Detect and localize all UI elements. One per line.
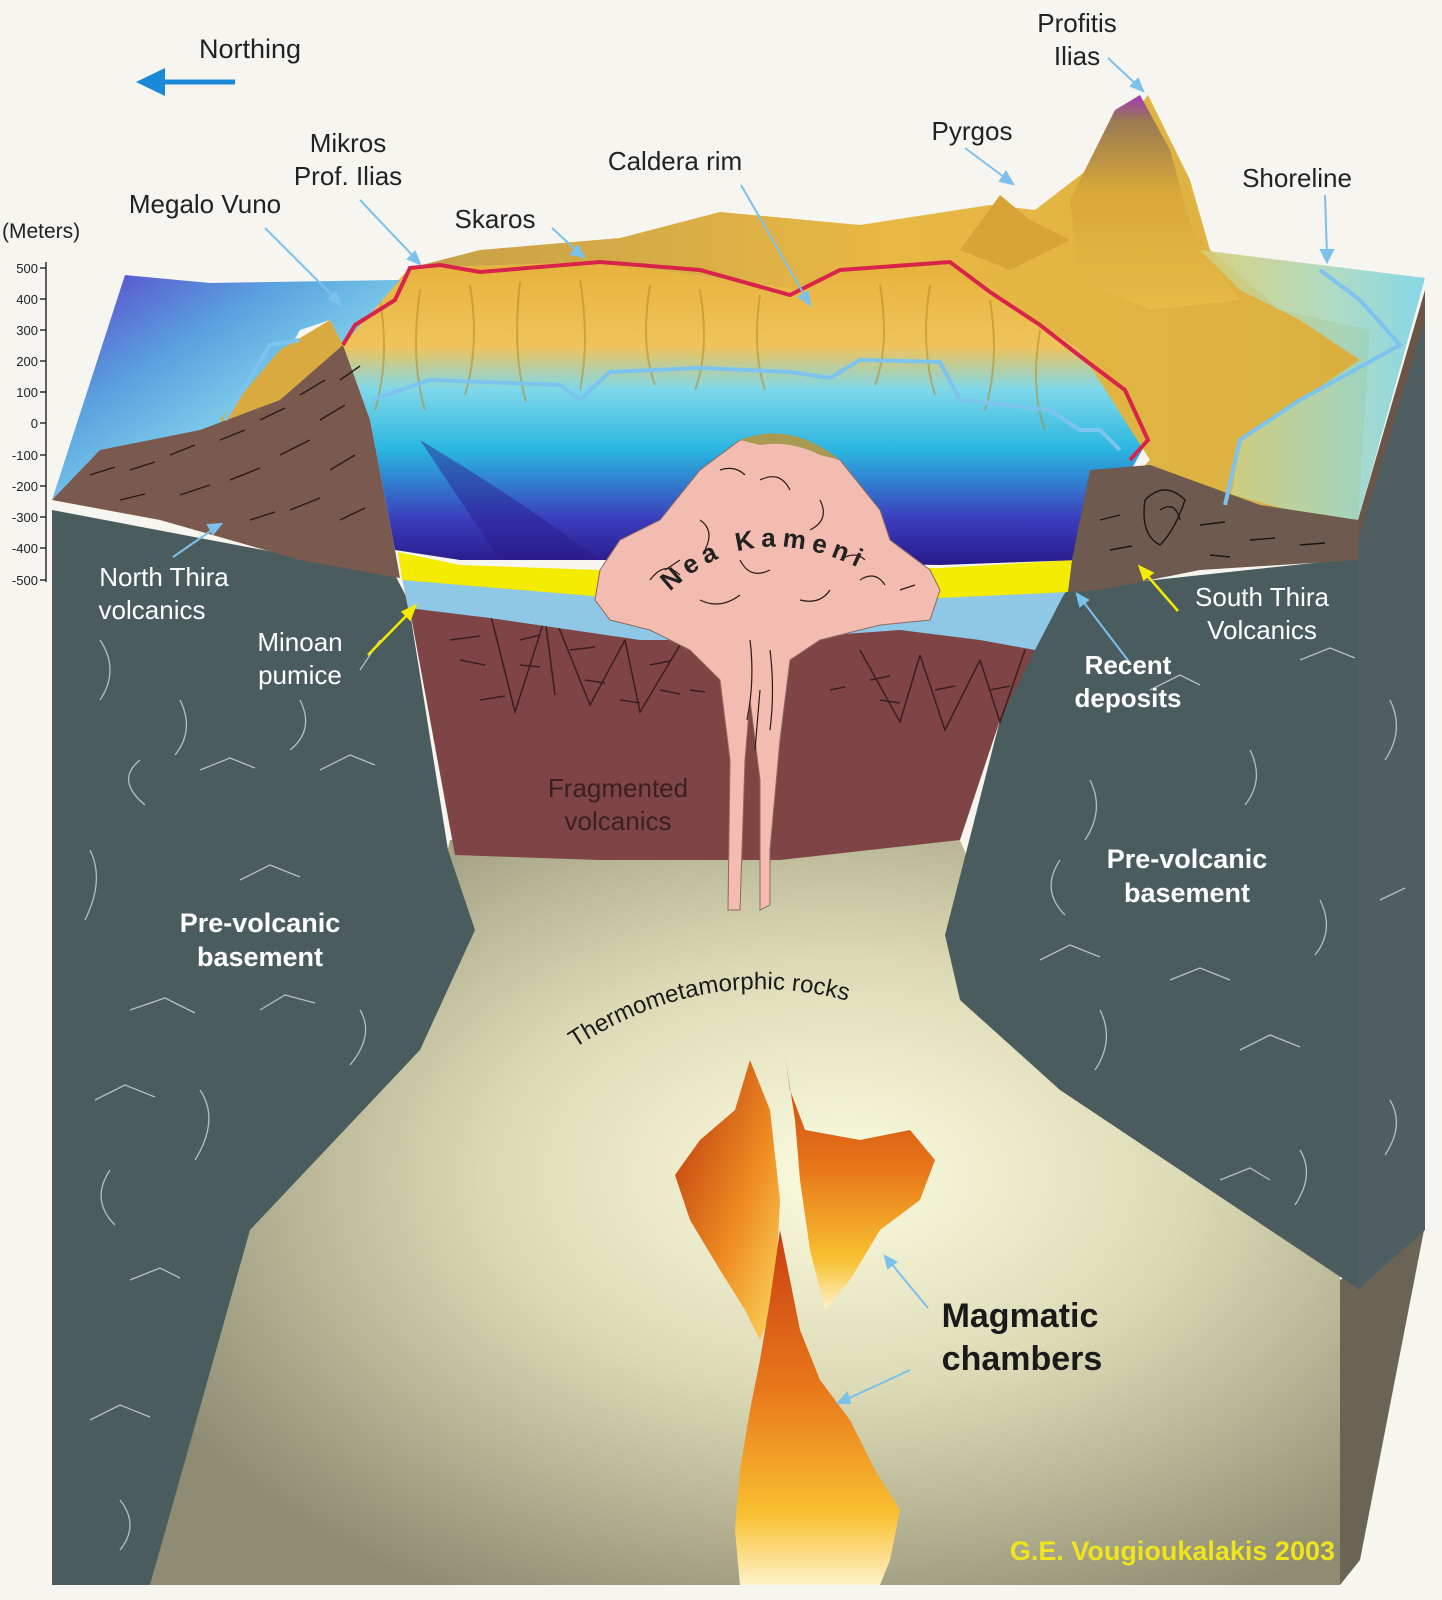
scale-tick-label: 300 <box>16 323 38 338</box>
pre-volcanic-basement-right <box>945 558 1360 1290</box>
direction-label: Northing <box>199 34 301 64</box>
block-right-face <box>1358 310 1425 1290</box>
pre-volcanic-basement-right-label: Pre-volcanic <box>1107 844 1268 874</box>
scale-tick-label: -300 <box>12 510 38 525</box>
scale-tick-label: -500 <box>12 573 38 588</box>
scale-tick-label: 100 <box>16 385 38 400</box>
pyrgos-hill <box>960 195 1070 270</box>
sea-right <box>1200 250 1425 520</box>
shoreline-lines <box>223 268 1404 506</box>
north-thira-volcanics <box>52 345 400 578</box>
south-thira-texture <box>1099 489 1326 558</box>
profitis-ilias-peak <box>1070 95 1240 310</box>
south-thira-volcanics <box>1068 465 1358 592</box>
scale-unit-label: (Meters) <box>2 220 80 243</box>
minoan-pumice-label: pumice <box>258 660 342 690</box>
scale-tick-label: -200 <box>12 479 38 494</box>
scale-tick-label: 500 <box>16 261 38 276</box>
fragmented-volcanics-label: Fragmented <box>548 773 688 803</box>
scale-tick-label: 200 <box>16 354 38 369</box>
elevation-scale <box>40 262 47 582</box>
scale-tick-label: -100 <box>12 448 38 463</box>
pre-volcanic-basement-left-label: Pre-volcanic <box>180 908 341 938</box>
credit-label: G.E. Vougioukalakis 2003 <box>1010 1536 1335 1566</box>
cliff-shadow-left <box>420 440 600 560</box>
magmatic-chamber-upper-right <box>785 1055 935 1310</box>
magmatic-chambers-label: chambers <box>942 1340 1103 1378</box>
megalo-vuno-label: Megalo Vuno <box>129 189 281 219</box>
scale-tick-label: -400 <box>12 541 38 556</box>
skaros-label: Skaros <box>455 204 536 234</box>
fragmented-volcanics-blocks <box>449 611 1026 732</box>
caldera-rim-line <box>341 259 1151 462</box>
callout-arrows-yellow <box>367 564 1179 656</box>
block-right-face-lower <box>1340 1225 1425 1585</box>
scale-tick-label: 0 <box>31 416 38 431</box>
caldera-rim-label: Caldera rim <box>608 146 742 176</box>
profitis-ilias-label: Profitis <box>1037 8 1116 38</box>
nea-kameni-texture <box>649 467 916 751</box>
basement-texture <box>84 639 1406 1551</box>
recent-deposits-label: Recent <box>1085 650 1172 680</box>
minoan-pumice-label: Minoan <box>257 627 342 657</box>
mikros-prof-ilias-label: Mikros <box>310 128 387 158</box>
mikros-prof-ilias-label: Prof. Ilias <box>294 161 402 191</box>
north-thira-volcanics-label: volcanics <box>99 595 206 625</box>
magmatic-chamber-lower <box>735 1230 900 1585</box>
pyrgos-label: Pyrgos <box>932 116 1013 146</box>
nea-kameni-top <box>740 433 840 460</box>
pre-volcanic-basement-right-label: basement <box>1124 878 1250 908</box>
profitis-ilias-label: Ilias <box>1054 41 1100 71</box>
magmatic-chamber-upper-left <box>675 1060 780 1340</box>
north-thira-volcanics-label: North Thira <box>99 562 229 592</box>
callout-arrows-blue <box>172 57 1335 1404</box>
block-right-face-top <box>1358 290 1425 540</box>
magmatic-chambers-label: Magmatic <box>942 1297 1099 1335</box>
shoreline-label: Shoreline <box>1242 163 1352 193</box>
caldera-cliff <box>343 262 1148 565</box>
south-thira-volcanics-label: South Thira <box>1195 582 1329 612</box>
pre-volcanic-basement-left-label: basement <box>197 942 323 972</box>
fragmented-volcanics-label: volcanics <box>565 806 672 836</box>
south-thira-volcanics-label: Volcanics <box>1207 615 1317 645</box>
pre-volcanic-basement-left <box>52 510 475 1585</box>
scale-tick-label: 400 <box>16 292 38 307</box>
arrow-left-icon <box>136 68 235 96</box>
north-thira-texture <box>89 365 366 521</box>
recent-deposits-label: deposits <box>1075 683 1182 713</box>
